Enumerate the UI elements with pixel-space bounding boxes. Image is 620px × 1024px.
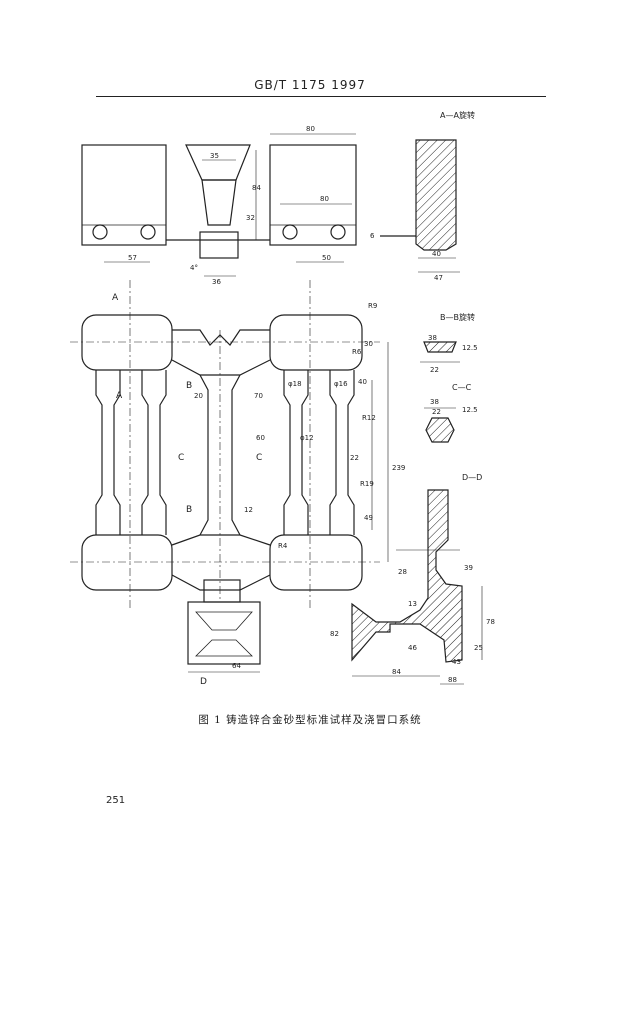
dim: R19 [360, 480, 374, 488]
dim: 32 [246, 214, 255, 222]
dim: φ16 [334, 380, 348, 388]
dim: 38 [430, 398, 439, 406]
runner-upper [172, 329, 270, 346]
dim: 78 [486, 618, 495, 626]
label-dd: D—D [462, 473, 482, 482]
dim: 84 [392, 668, 401, 676]
pouring-basin [187, 601, 261, 665]
dim: 25 [474, 644, 483, 652]
header-rule [96, 96, 546, 97]
page-number: 251 [106, 795, 126, 806]
section-aa [415, 139, 457, 251]
top-right-block [269, 144, 357, 246]
dim: R12 [362, 414, 376, 422]
dim: 28 [398, 568, 407, 576]
dim: 39 [464, 564, 473, 572]
dim: 47 [434, 274, 443, 282]
dim: 30 [364, 340, 373, 348]
dim: 49 [364, 514, 373, 522]
bolt-hole [330, 224, 346, 240]
dim: 22 [430, 366, 439, 374]
dim: 80 [320, 195, 329, 203]
dim: 239 [392, 464, 405, 472]
page-header: GB/T 1175 1997 [254, 78, 366, 92]
dim: 6 [370, 232, 375, 240]
section-cc [425, 417, 455, 443]
marker-d: D [200, 677, 207, 687]
plan-head-upper-left [81, 314, 173, 371]
dim: 4° [190, 264, 198, 272]
dim: 70 [254, 392, 263, 400]
dim: 12.5 [462, 406, 478, 414]
sprue-well [203, 579, 241, 603]
top-left-block [81, 144, 167, 246]
plan-head-lower-left [81, 534, 173, 591]
test-bar [283, 370, 309, 535]
dim: 84 [252, 184, 261, 192]
dim: 57 [128, 254, 137, 262]
label-aa: A—A旋转 [440, 110, 475, 120]
dim: 64 [232, 662, 241, 670]
bolt-hole [282, 224, 298, 240]
dim: 80 [306, 125, 315, 133]
marker-a: A [112, 293, 119, 303]
dim: 22 [432, 408, 441, 416]
dim: 36 [212, 278, 221, 286]
marker-c: C [178, 453, 184, 463]
dim: 43 [452, 658, 461, 666]
dim: R9 [368, 302, 377, 310]
runner-upper-b [171, 359, 271, 376]
dim: 60 [256, 434, 265, 442]
dim: 82 [330, 630, 339, 638]
marker-b: B [186, 505, 192, 515]
dim: 12 [244, 506, 253, 514]
dim: 20 [194, 392, 203, 400]
label-cc: C—C [452, 383, 472, 392]
section-bb [423, 341, 457, 353]
test-bar [141, 370, 167, 535]
bolt-hole [92, 224, 108, 240]
dim: 12.5 [462, 344, 478, 352]
runner-lower-b [171, 574, 271, 591]
label-bb: B—B旋转 [440, 312, 475, 322]
dim: φ12 [300, 434, 314, 442]
test-bar [95, 370, 121, 535]
dim: 40 [358, 378, 367, 386]
bolt-hole [140, 224, 156, 240]
plan-head-upper-right [269, 314, 363, 371]
central-channel [199, 374, 241, 536]
dim: 35 [210, 152, 219, 160]
sprue-tube [201, 179, 237, 226]
dim: 88 [448, 676, 457, 684]
dim: 46 [408, 644, 417, 652]
dim: R4 [278, 542, 288, 550]
runner-lower [171, 534, 271, 546]
dim: 38 [428, 334, 437, 342]
dim: 40 [432, 250, 441, 258]
test-bar [329, 370, 355, 535]
section-dd [351, 489, 463, 663]
dim: R6 [352, 348, 362, 356]
sprue-cup [185, 144, 251, 181]
marker-b: B [186, 381, 192, 391]
dim: 22 [350, 454, 359, 462]
sprue-base [199, 231, 239, 259]
dim: φ18 [288, 380, 302, 388]
dim: 13 [408, 600, 417, 608]
dim: 50 [322, 254, 331, 262]
marker-a: A [116, 391, 123, 401]
plan-head-lower-right [269, 534, 363, 591]
marker-c: C [256, 453, 262, 463]
figure-caption: 图 1 铸造锌合金砂型标准试样及浇冒口系统 [198, 714, 422, 726]
